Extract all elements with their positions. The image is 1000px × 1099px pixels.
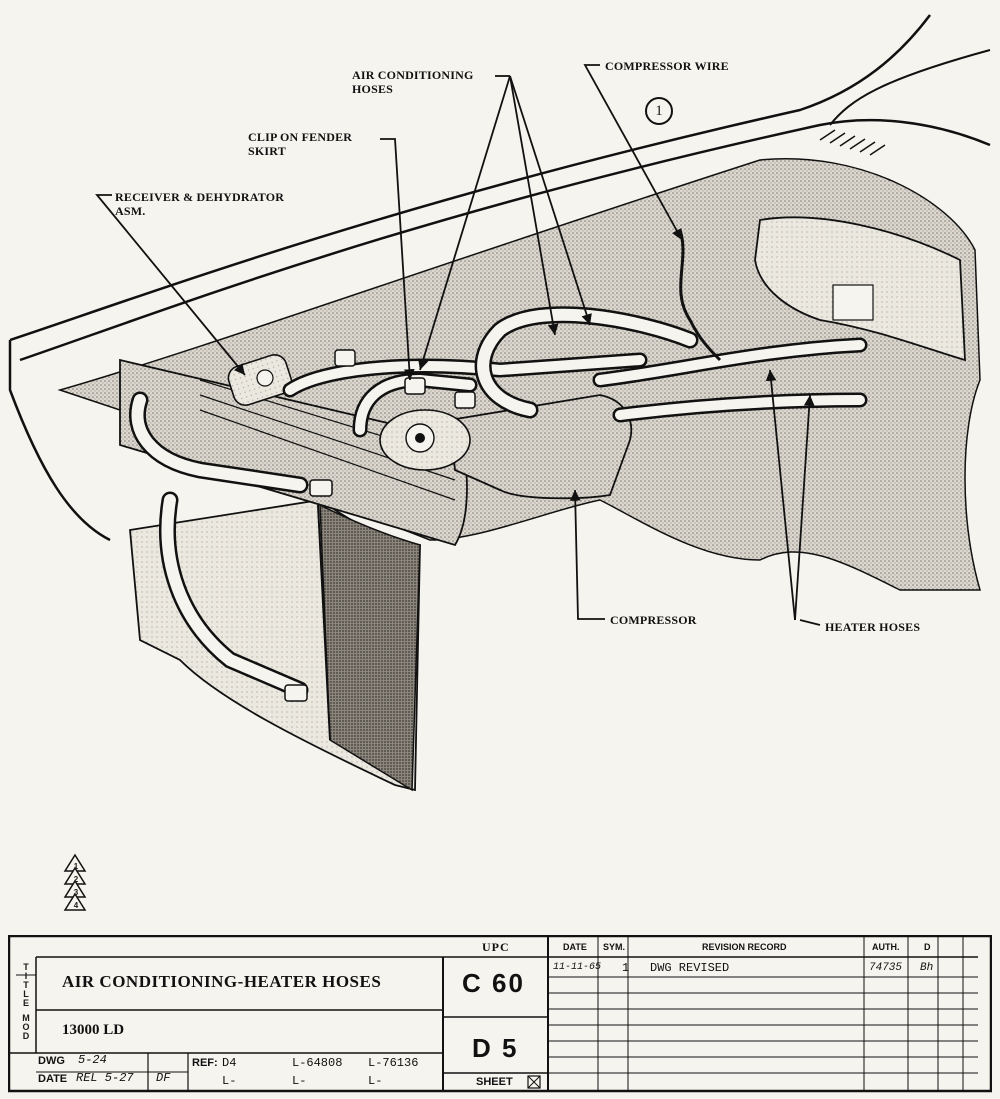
revision-triangle-labels: 1 2 3 4: [70, 860, 82, 912]
callout-receiver-line1: RECEIVER & DEHYDRATOR: [115, 190, 285, 204]
callout-clip-line1: CLIP ON FENDER: [248, 130, 353, 144]
ref-blank-1: L-: [222, 1074, 237, 1088]
callout-receiver-dehydrator: RECEIVER & DEHYDRATOR ASM.: [115, 190, 284, 218]
ref-other-1: L-64808: [292, 1056, 343, 1070]
rev-header-auth: AUTH.: [872, 942, 900, 952]
rev-header-date: DATE: [563, 942, 587, 952]
callout-ac-hoses-line2: HOSES: [352, 82, 394, 96]
date-label: DATE: [38, 1073, 68, 1085]
rev-row-auth: 74735: [869, 962, 903, 974]
callout-compressor: COMPRESSOR: [610, 613, 697, 627]
callout-clip-line2: SKIRT: [248, 144, 286, 158]
condenser-core: [319, 503, 421, 792]
drawing-title: AIR CONDITIONING-HEATER HOSES: [62, 972, 382, 991]
ref-other-2: L-76136: [368, 1056, 419, 1070]
dwg-label: DWG: [38, 1055, 65, 1067]
rev-header-record: REVISION RECORD: [702, 942, 787, 952]
triangle-label-1: 1: [73, 862, 79, 871]
upc-label: UPC: [482, 940, 510, 954]
sheet-circle-number: 1: [645, 97, 673, 125]
callout-heater-hoses: HEATER HOSES: [825, 620, 921, 634]
drafter-initials: DF: [156, 1071, 171, 1085]
title-block-frame: [8, 935, 992, 1093]
rev-row-by: Bh: [920, 962, 934, 974]
ac-hoses: [129, 306, 699, 699]
dwg-value: 5-24: [78, 1053, 107, 1067]
rev-header-sym: SYM.: [603, 942, 626, 952]
callout-compressor-wire: COMPRESSOR WIRE: [605, 59, 729, 73]
compressor-unit: [379, 394, 633, 500]
revision-triangle-column: [63, 853, 87, 911]
heater-hoses-drawn: [592, 337, 868, 423]
callout-receiver-line2: ASM.: [115, 204, 146, 218]
fender-body: [8, 14, 991, 542]
cowl-vent: [819, 129, 886, 156]
rev-header-d: D: [924, 942, 931, 952]
ref-blank-2: L-: [292, 1074, 307, 1088]
engine-compartment-illustration: [8, 14, 991, 911]
triangle-label-3: 3: [73, 888, 79, 897]
leader-lines: [95, 64, 821, 626]
heater-case-plate: [832, 284, 874, 321]
callout-air-conditioning-hoses: AIR CONDITIONING HOSES: [352, 68, 474, 96]
date-value: REL 5-27: [76, 1071, 134, 1085]
triangle-label-2: 2: [73, 875, 79, 884]
ref-value: D4: [222, 1056, 237, 1070]
rev-row-date: 11-11-65: [553, 962, 602, 973]
ref-blank-3: L-: [368, 1074, 383, 1088]
compressor-wire-drawn: [678, 229, 722, 362]
sheet-label: SHEET: [476, 1076, 513, 1088]
upc-value: C 60: [462, 968, 525, 998]
rev-row-sym: 1: [622, 961, 630, 975]
ref-label: REF:: [192, 1057, 218, 1069]
callout-clip-on-fender-skirt: CLIP ON FENDER SKIRT: [248, 130, 352, 158]
callout-ac-hoses-line1: AIR CONDITIONING: [352, 68, 474, 82]
triangle-label-4: 4: [73, 901, 79, 910]
hose-clips: [284, 349, 476, 702]
model-designation: 13000 LD: [62, 1022, 125, 1038]
rev-row-record: DWG REVISED: [650, 961, 730, 975]
group-value: D 5: [472, 1033, 519, 1063]
